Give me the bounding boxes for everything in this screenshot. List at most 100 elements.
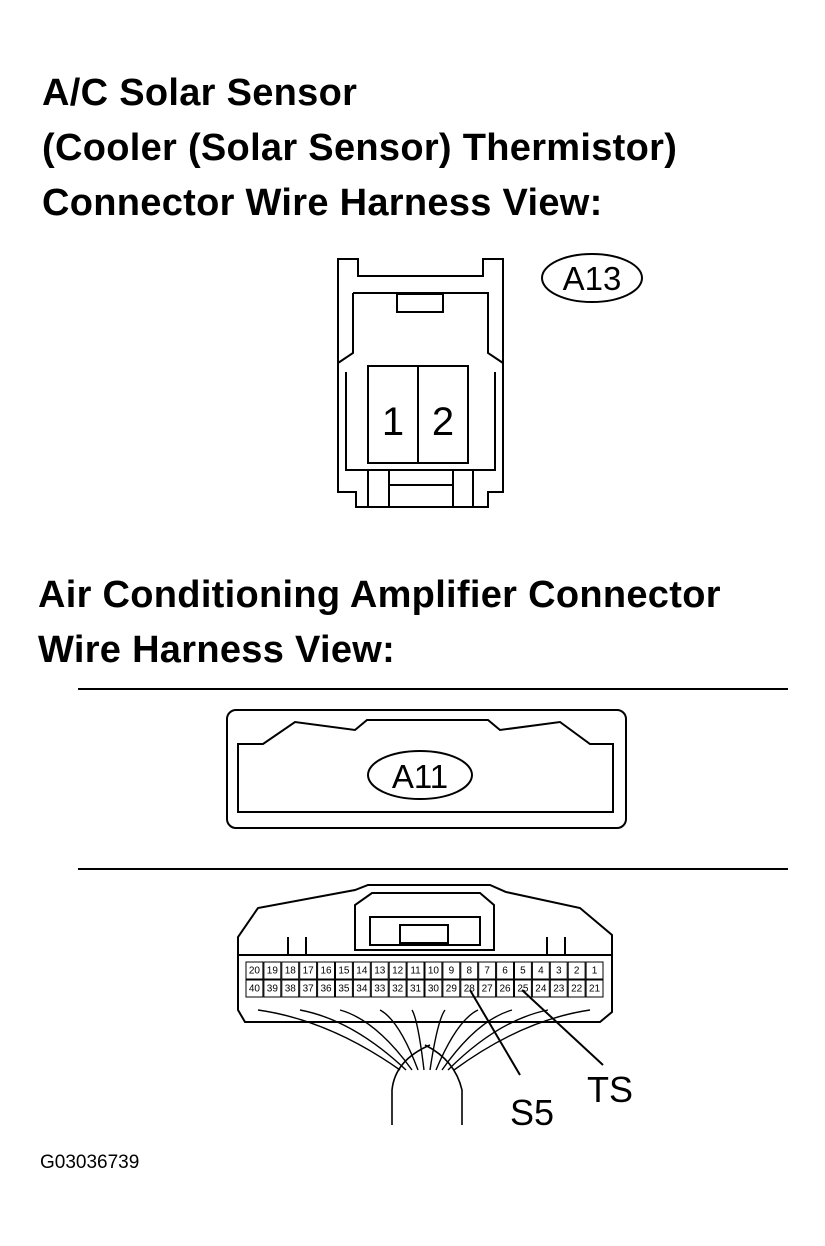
- pin-cell-20: [245, 961, 264, 980]
- pin-cell-27: [478, 979, 497, 998]
- pin-cell-33: [370, 979, 389, 998]
- pin-label-13: 13: [374, 966, 386, 977]
- pin-cell-18: [281, 961, 300, 980]
- pin-cell-30: [424, 979, 443, 998]
- solar-sensor-title-line-1: A/C Solar Sensor: [42, 72, 358, 114]
- pin-label-29: 29: [446, 984, 458, 995]
- pin-label-1: 1: [592, 966, 598, 977]
- pin-cell-13: [370, 961, 389, 980]
- solar-connector-key: [367, 470, 474, 507]
- pin-cell-37: [299, 979, 318, 998]
- amplifier-center-lock: [354, 892, 495, 951]
- pin-label-6: 6: [502, 966, 508, 977]
- pin-cell-38: [281, 979, 300, 998]
- pin-cell-39: [263, 979, 282, 998]
- wire-6: [429, 1009, 446, 1071]
- pin-cell-11: [406, 961, 425, 980]
- pin-cell-16: [317, 961, 336, 980]
- pin-label-40: 40: [249, 984, 261, 995]
- solar-sensor-title: A/C Solar Sensor (Cooler (Solar Sensor) …: [42, 66, 677, 231]
- pin-cell-14: [352, 961, 371, 980]
- solar-pin-label-2: 2: [432, 400, 454, 444]
- pin-label-31: 31: [410, 984, 422, 995]
- wire-4: [379, 1009, 419, 1071]
- wire-9: [447, 1009, 549, 1071]
- pin-label-2: 2: [574, 966, 580, 977]
- figure-id: G03036739: [40, 1152, 140, 1173]
- wire-7: [435, 1009, 479, 1071]
- pin-label-25: 25: [517, 984, 529, 995]
- amplifier-top-inner: [237, 719, 614, 813]
- pin-label-23: 23: [553, 984, 565, 995]
- wire-8: [441, 1009, 513, 1071]
- solar-sensor-title-line-2: (Cooler (Solar Sensor) Thermistor): [42, 127, 678, 169]
- pin-label-39: 39: [267, 984, 279, 995]
- pin-label-10: 10: [428, 966, 440, 977]
- pin-cell-31: [406, 979, 425, 998]
- pin-label-17: 17: [303, 966, 315, 977]
- callout-label-s5: S5: [510, 1092, 554, 1133]
- pin-cell-23: [549, 979, 568, 998]
- pin-cell-19: [263, 961, 282, 980]
- callout-label-ts: TS: [587, 1069, 633, 1110]
- pin-cell-7: [478, 961, 497, 980]
- pin-cell-15: [335, 961, 353, 980]
- pin-label-14: 14: [356, 966, 368, 977]
- solar-connector-housing: [337, 258, 504, 508]
- solar-connector-label: A13: [563, 260, 622, 297]
- amplifier-right-notch: [546, 937, 566, 956]
- amplifier-housing: [237, 884, 613, 1023]
- pin-cell-40: [245, 979, 264, 998]
- pin-cell-5: [514, 961, 532, 980]
- solar-connector-cavity: [345, 372, 496, 471]
- wire-10: [453, 1009, 591, 1071]
- pin-cell-6: [496, 961, 515, 980]
- solar-pin-label-1: 1: [382, 400, 404, 444]
- amplifier-title-line-2: Wire Harness View:: [38, 629, 396, 671]
- solar-sensor-title-line-3: Connector Wire Harness View:: [42, 182, 603, 224]
- pin-cell-26: [496, 979, 515, 998]
- pin-cell-8: [460, 961, 479, 980]
- pin-cell-22: [567, 979, 586, 998]
- pin-label-35: 35: [338, 984, 350, 995]
- pin-cell-25: [514, 979, 532, 998]
- pin-cell-10: [424, 961, 443, 980]
- pin-label-28: 28: [464, 984, 476, 995]
- pin-label-20: 20: [249, 966, 261, 977]
- pin-label-3: 3: [556, 966, 562, 977]
- callout-line-ts: [521, 989, 604, 1066]
- pin-label-38: 38: [285, 984, 297, 995]
- amplifier-center-tab: [399, 924, 449, 944]
- pin-label-19: 19: [267, 966, 279, 977]
- amplifier-left-notch: [287, 937, 307, 956]
- solar-pin-cell-2: [417, 365, 469, 464]
- amplifier-top-outer: [226, 709, 627, 829]
- amplifier-connector-label: A11: [392, 758, 448, 795]
- amplifier-wires: [257, 1009, 591, 1071]
- pin-label-22: 22: [571, 984, 583, 995]
- pin-label-36: 36: [320, 984, 332, 995]
- pin-cell-28: [460, 979, 479, 998]
- pin-cell-36: [317, 979, 336, 998]
- pin-cell-17: [299, 961, 318, 980]
- wire-1: [257, 1009, 401, 1071]
- pin-cell-34: [352, 979, 371, 998]
- amplifier-pin-face: [237, 884, 613, 1023]
- pin-label-4: 4: [538, 966, 544, 977]
- pin-label-11: 11: [410, 966, 421, 977]
- pin-label-26: 26: [499, 984, 511, 995]
- pin-cell-24: [531, 979, 550, 998]
- solar-connector-inner-outline: [337, 292, 504, 364]
- pin-label-30: 30: [428, 984, 440, 995]
- amplifier-title-line-1: Air Conditioning Amplifier Connector: [38, 574, 721, 616]
- pin-label-7: 7: [484, 966, 490, 977]
- pin-label-16: 16: [320, 966, 332, 977]
- amplifier-top-view: [226, 709, 627, 829]
- pin-cell-1: [585, 961, 604, 980]
- pin-cell-3: [549, 961, 568, 980]
- pin-cell-29: [442, 979, 461, 998]
- pin-cell-12: [388, 961, 407, 980]
- solar-connector-latch: [396, 293, 444, 313]
- pin-cell-9: [442, 961, 461, 980]
- pin-cell-21: [585, 979, 604, 998]
